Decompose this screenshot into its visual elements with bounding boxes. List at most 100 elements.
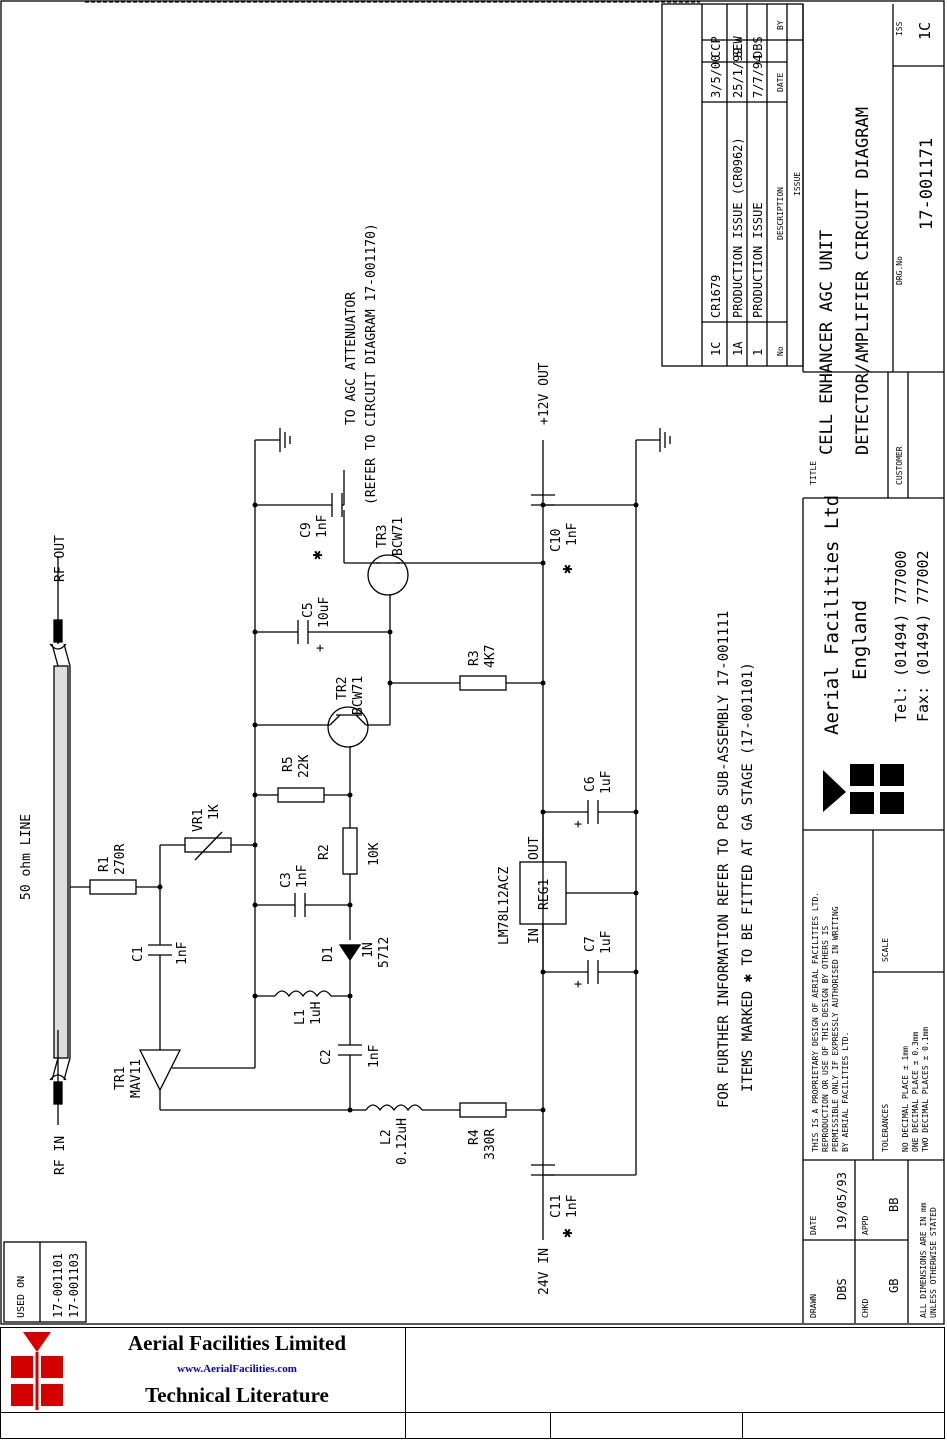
tr1-val: MAV11 — [129, 1059, 144, 1098]
c9-val: 1nF — [315, 514, 330, 538]
rev-header-by: BY — [776, 20, 785, 30]
v12-label: +12V OUT — [537, 362, 552, 425]
r3-ref: R3 — [467, 650, 482, 666]
c11-val: 1nF — [565, 1194, 580, 1218]
tr3-val: BCW71 — [391, 517, 406, 556]
c5-plus: + — [313, 644, 328, 652]
rev-header-desc: DESCRIPTION — [776, 187, 785, 240]
c7-val: 1uF — [599, 930, 614, 954]
agc-ref-label: (REFER TO CIRCUIT DIAGRAM 17-001170) — [364, 223, 379, 505]
c7-ref: C7 — [583, 936, 598, 952]
footer-divider — [1, 1412, 944, 1413]
l1-val: 1uH — [309, 1002, 324, 1025]
company-country: England — [849, 600, 871, 680]
rev-row-date: 3/5/00 — [709, 55, 723, 98]
c3-ref: C3 — [279, 872, 294, 888]
chkd-value: GB — [887, 1279, 901, 1293]
vr1-ref: VR1 — [191, 809, 206, 832]
rev-row-desc: PRODUCTION ISSUE (CR0962) — [731, 137, 745, 318]
rev-row-by: DBS — [751, 36, 765, 58]
d1-ref: D1 — [321, 946, 336, 962]
c6-plus: + — [571, 820, 586, 828]
agc-label: TO AGC ATTENUATOR — [344, 292, 359, 425]
company-name: Aerial Facilities Ltd — [821, 495, 843, 735]
drawn-label: DRAWN — [809, 1294, 818, 1318]
c11-ref: C11 — [549, 1195, 564, 1218]
rf-in-label: RF IN — [53, 1136, 68, 1175]
note-line2: ITEMS MARKED ✱ TO BE FITTED AT GA STAGE … — [740, 662, 756, 1092]
appd-label: APPD — [861, 1216, 870, 1235]
c10-ref: C10 — [549, 529, 564, 552]
tr2-val: BCW71 — [351, 676, 366, 715]
rev-row-no: 1A — [731, 341, 745, 356]
r1-ref: R1 — [97, 856, 112, 872]
sheet-border — [0, 0, 945, 1325]
d1-val2: 5712 — [377, 937, 392, 968]
tr1-ref: TR1 — [113, 1067, 128, 1090]
title-label: TITLE — [809, 461, 818, 485]
l1-ref: L1 — [293, 1009, 308, 1025]
drawn-value: DBS — [835, 1278, 849, 1300]
r2-val: 10K — [367, 842, 382, 866]
iss-value: 1C — [916, 22, 934, 40]
c2-ref: C2 — [319, 1049, 334, 1065]
drg-no: 17-001171 — [917, 138, 937, 230]
proprietary-4: BY AERIAL FACILITIES LTD. — [841, 1032, 850, 1152]
customer-label: CUSTOMER — [895, 446, 904, 485]
c7-plus: + — [571, 980, 586, 988]
c9-ref: C9 — [299, 522, 314, 538]
footer-divider — [550, 1412, 551, 1438]
rev-header-issue: ISSUE — [793, 172, 802, 196]
rev-row-no: 1 — [751, 349, 765, 356]
line-label: 50 ohm LINE — [19, 814, 34, 900]
footer-divider — [405, 1328, 406, 1438]
reg1-ref: REG1 — [537, 879, 552, 910]
c1-val: 1nF — [175, 941, 190, 965]
rf-out-label: RF OUT — [53, 535, 68, 582]
rev-row-desc: CR1679 — [709, 275, 723, 318]
drg-label: DRG.No — [895, 256, 904, 285]
aerial-facilities-logo — [11, 1332, 63, 1410]
c9-mark: ✱ — [307, 550, 326, 560]
date-value: 19/05/93 — [835, 1172, 849, 1230]
tolerances-label: TOLERANCES — [881, 1104, 890, 1152]
reg1-val: LM78L12ACZ — [497, 867, 512, 945]
tr3-ref: TR3 — [375, 525, 390, 548]
iss-label: ISS — [895, 21, 904, 36]
tr2-ref: TR2 — [335, 677, 350, 700]
r4-ref: R4 — [467, 1129, 482, 1145]
vr1-val: 1K — [207, 804, 222, 820]
used-on-label: USED ON — [16, 1276, 27, 1318]
r4-val: 330R — [483, 1129, 498, 1160]
v24-label: 24V IN — [537, 1248, 552, 1295]
r5-ref: R5 — [281, 756, 296, 772]
reg1-out: OUT — [527, 836, 542, 860]
company-tel: Tel: (01494) 777000 — [892, 550, 910, 722]
dims-1: ALL DIMENSIONS ARE IN mm — [919, 1202, 928, 1318]
appd-value: BB — [887, 1198, 901, 1212]
tolerance-3: TWO DECIMAL PLACES ± 0.1mm — [921, 1027, 930, 1152]
used-on-item: 17-001103 — [67, 1253, 81, 1318]
c5-val: 10uF — [317, 597, 332, 628]
proprietary-2: REPRODUCTION OR USE OF THIS DESIGN BY OT… — [821, 925, 830, 1152]
r3-val: 4K7 — [483, 645, 498, 668]
c10-val: 1nF — [565, 522, 580, 546]
footer-website-link[interactable]: www.AerialFacilities.com — [177, 1363, 297, 1375]
rev-header-date: DATE — [776, 73, 785, 92]
c5-ref: C5 — [301, 602, 316, 618]
proprietary-3: PERMISSIBLE ONLY IF EXPRESSLY AUTHORISED… — [831, 906, 840, 1152]
date-label: DATE — [809, 1216, 818, 1235]
tolerance-2: ONE DECIMAL PLACE ± 0.3mm — [911, 1031, 920, 1152]
rev-row-by: CCP — [709, 36, 723, 58]
rev-row-date: 25/1/99 — [731, 47, 745, 98]
technical-literature-footer: Aerial Facilities Limited www.AerialFaci… — [0, 1327, 945, 1439]
c3-val: 1nF — [295, 864, 310, 888]
r2-ref: R2 — [317, 844, 332, 860]
rev-row-by: SEW — [731, 36, 745, 58]
c6-val: 1uF — [599, 770, 614, 794]
d1-val1: 1N — [361, 942, 376, 958]
rev-row-date: 7/7/94 — [751, 55, 765, 98]
l2-ref: L2 — [379, 1129, 394, 1145]
rev-header-no: No — [776, 346, 785, 356]
